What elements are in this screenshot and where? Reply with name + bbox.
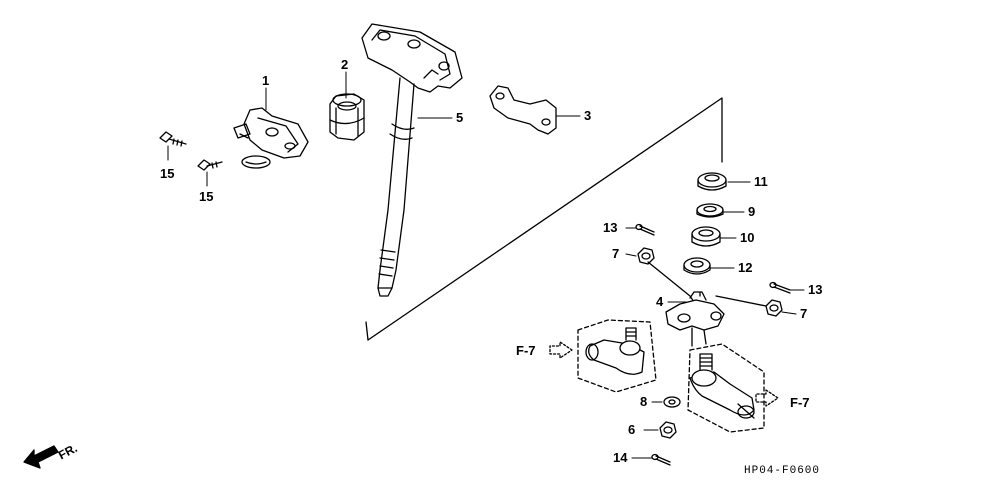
leader-lines	[167, 71, 805, 459]
drawing-code: HP04-F0600	[744, 465, 821, 477]
bolt-15-b-part	[197, 159, 223, 171]
part-label-7-b: 7	[800, 306, 808, 321]
part-label-6: 6	[628, 422, 636, 437]
steering-arm-part	[665, 291, 725, 347]
part-label-13-a: 13	[603, 220, 618, 235]
holder-plate-part	[489, 85, 557, 135]
part-label-3: 3	[584, 108, 592, 123]
washer-8-part	[663, 396, 681, 408]
front-arrow-icon	[23, 445, 59, 469]
ref-label-right: F-7	[790, 395, 810, 410]
shaft-holder-part	[233, 107, 309, 169]
part-label-2: 2	[341, 57, 349, 72]
cotter-pin-13-a-part	[635, 223, 655, 236]
part-label-5: 5	[456, 110, 464, 125]
bushing-part	[329, 93, 365, 141]
part-label-14: 14	[613, 450, 628, 465]
tie-rod-end-right-part	[687, 343, 765, 433]
dust-seal-11-part	[697, 172, 727, 191]
bearing-10-part	[691, 226, 721, 247]
part-label-13-b: 13	[808, 282, 823, 297]
steering-shaft-part	[361, 23, 463, 297]
ref-arrow-right	[755, 389, 779, 407]
cotter-pin-13-b-part	[769, 281, 791, 294]
cotter-pin-14-part	[651, 453, 671, 466]
part-label-4: 4	[656, 294, 664, 309]
ref-label-left: F-7	[516, 343, 536, 358]
ref-arrow-left	[549, 341, 573, 359]
part-label-9: 9	[748, 204, 756, 219]
part-label-7-a: 7	[612, 246, 620, 261]
nut-6-part	[659, 421, 677, 439]
part-label-8: 8	[640, 394, 648, 409]
assembly-guide-lines	[365, 97, 723, 341]
castle-nut-7-a-part	[637, 247, 695, 303]
bolt-15-a-part	[159, 131, 187, 147]
part-label-1: 1	[262, 73, 270, 88]
part-label-15-b: 15	[199, 189, 214, 204]
part-label-15-a: 15	[160, 166, 175, 181]
part-label-12: 12	[738, 260, 753, 275]
castle-nut-7-b-part	[715, 295, 783, 317]
dust-seal-12-part	[683, 257, 711, 275]
part-label-11: 11	[754, 174, 768, 189]
tie-rod-end-left-part	[577, 319, 657, 393]
part-label-10: 10	[740, 230, 755, 245]
washer-9-part	[696, 203, 724, 218]
